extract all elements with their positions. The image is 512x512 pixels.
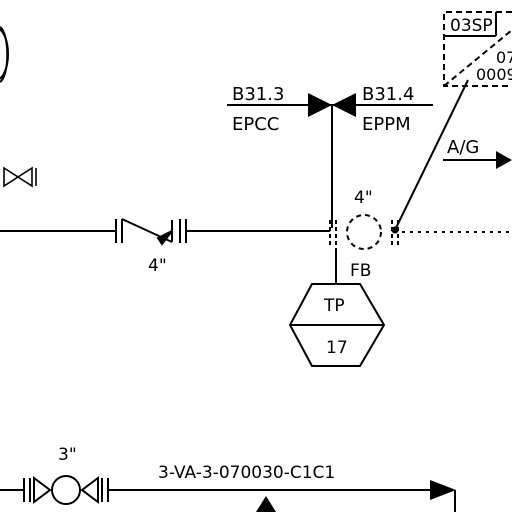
line-number: 3-VA-3-070030-C1C1 [158, 463, 335, 483]
lower-process-line [108, 480, 456, 512]
spec-right-bottom: EPPM [362, 114, 411, 135]
lower-pipe-size: 3" [58, 445, 77, 465]
gate-valve-icon [3, 166, 37, 188]
tie-in-point [329, 214, 512, 250]
spec-left-top: B31.3 [232, 84, 284, 105]
leader-line [394, 79, 469, 231]
top-left-circle-partial [0, 26, 9, 83]
instrument-number: 17 [326, 338, 348, 358]
reference-box [443, 11, 512, 87]
tie-in-type: FB [350, 261, 371, 281]
arrow-right-icon [443, 151, 512, 169]
spec-left-bottom: EPCC [232, 114, 279, 135]
box-partial-1: 07 [496, 48, 512, 67]
spec-right-top: B31.4 [362, 84, 414, 105]
check-valve-icon [115, 218, 187, 246]
spec-break-icon [227, 93, 433, 228]
box-code: 03SP [450, 16, 493, 36]
arrow-up-icon [256, 496, 276, 512]
ball-valve-icon [0, 475, 109, 505]
instrument-tag: TP [323, 296, 345, 316]
tie-in-size: 4" [354, 188, 373, 208]
flag-label: A/G [447, 137, 479, 158]
box-partial-2: 0009 [476, 65, 512, 84]
hexagon-icon [288, 248, 386, 367]
check-valve-size: 4" [148, 256, 167, 276]
